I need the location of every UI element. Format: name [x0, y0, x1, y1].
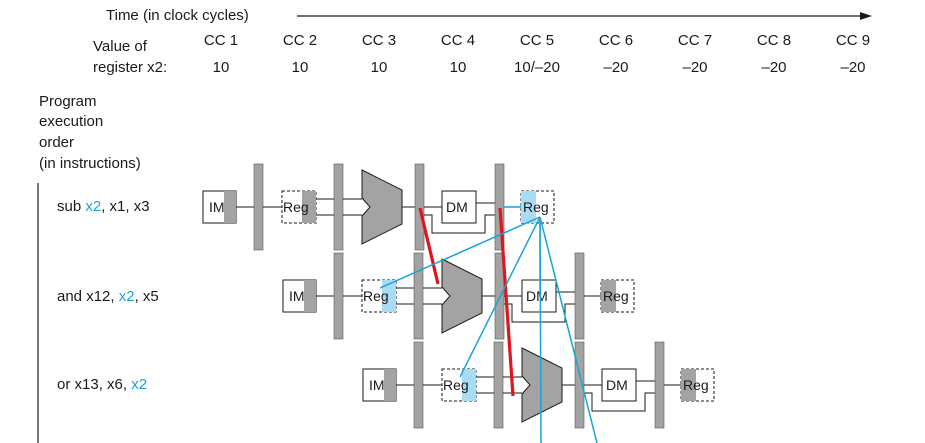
register-file-read-shade [382, 280, 396, 312]
clock-cycle-label: CC 5 [519, 32, 555, 49]
pipeline-register-id-ex [413, 252, 424, 340]
forward-path-mem [498, 207, 515, 397]
register-value: 10 [370, 59, 388, 76]
im-label: IM [369, 377, 385, 393]
instruction-memory-shade [224, 191, 236, 223]
register-file-read-shade [302, 191, 316, 223]
dm-label: DM [446, 199, 468, 215]
order-label-line4: (in instructions) [39, 155, 141, 172]
reg-read-label: Reg [363, 288, 389, 304]
register-file-read-shade [462, 369, 476, 401]
register-x2-highlight: x2 [131, 376, 148, 393]
value-label-line2: register x2: [93, 59, 168, 76]
pipeline-register-mem-wb [574, 252, 585, 340]
register-value: –20 [603, 59, 629, 76]
alu [441, 258, 483, 334]
data-memory [521, 279, 557, 313]
clock-cycle-label: CC 7 [677, 32, 713, 49]
register-file-write-shade [681, 369, 696, 401]
instruction-text: or x13, x6, [57, 376, 132, 393]
data-memory [441, 190, 477, 224]
register-value: 10 [212, 59, 230, 76]
register-value: 10 [449, 59, 467, 76]
dm-label: DM [606, 377, 628, 393]
dependency-line [539, 216, 598, 443]
time-axis-label: Time (in clock cycles) [106, 7, 249, 24]
order-label-line3: order [39, 134, 75, 151]
instruction-label: and x12, x2, x5 [57, 288, 159, 306]
alu [361, 169, 403, 245]
im-label: IM [209, 199, 225, 215]
instruction-text: , x5 [134, 288, 159, 305]
register-value: 10/–20 [514, 59, 560, 76]
dependency-line [459, 216, 541, 378]
bypass-wire [504, 303, 575, 323]
register-x2-highlight: x2 [118, 288, 135, 305]
dependency-line [379, 216, 541, 289]
alu [521, 347, 563, 423]
clock-cycle-label: CC 6 [598, 32, 634, 49]
reg-read-label: Reg [283, 199, 309, 215]
clock-cycle-label: CC 3 [361, 32, 397, 49]
instruction-memory-shade [384, 369, 396, 401]
clock-cycle-label: CC 2 [282, 32, 318, 49]
clock-cycle-label: CC 4 [440, 32, 476, 49]
clock-cycle-label: CC 1 [203, 32, 239, 49]
reg-read-label: Reg [443, 377, 469, 393]
pipeline-register-mem-wb [654, 341, 665, 429]
pipeline-register-id-ex [493, 341, 504, 429]
register-x2-highlight: x2 [85, 198, 102, 215]
bypass-wire [424, 214, 495, 234]
reg-write-label: Reg [523, 199, 549, 215]
instruction-text: sub [57, 198, 86, 215]
instruction-memory-shade [304, 280, 316, 312]
register-file-write-shade [521, 191, 536, 223]
reg-write-label: Reg [683, 377, 709, 393]
pipeline-register-ex-mem [414, 163, 425, 251]
register-value: –20 [840, 59, 866, 76]
pipeline-register-id-ex [333, 163, 344, 251]
instruction-text: , x1, x3 [101, 198, 150, 215]
dm-label: DM [526, 288, 548, 304]
im-label: IM [289, 288, 305, 304]
pipeline-register-if-id [333, 252, 344, 340]
register-value: –20 [761, 59, 787, 76]
pipeline-register-if-id [413, 341, 424, 429]
instruction-label: sub x2, x1, x3 [57, 198, 150, 216]
reg-write-label: Reg [603, 288, 629, 304]
pipeline-register-if-id [253, 163, 264, 251]
clock-cycle-label: CC 8 [756, 32, 792, 49]
instruction-label: or x13, x6, x2 [57, 376, 147, 394]
clock-cycle-label: CC 9 [835, 32, 871, 49]
register-value: –20 [682, 59, 708, 76]
data-memory [601, 368, 637, 402]
register-value: 10 [291, 59, 309, 76]
forward-path-ex [418, 207, 440, 285]
value-label-line1: Value of [93, 38, 147, 55]
register-file-write-shade [601, 280, 616, 312]
order-label-line1: Program [39, 93, 97, 110]
instruction-text: and x12, [57, 288, 119, 305]
bypass-wire [584, 392, 655, 412]
order-label-line2: execution [39, 113, 104, 130]
